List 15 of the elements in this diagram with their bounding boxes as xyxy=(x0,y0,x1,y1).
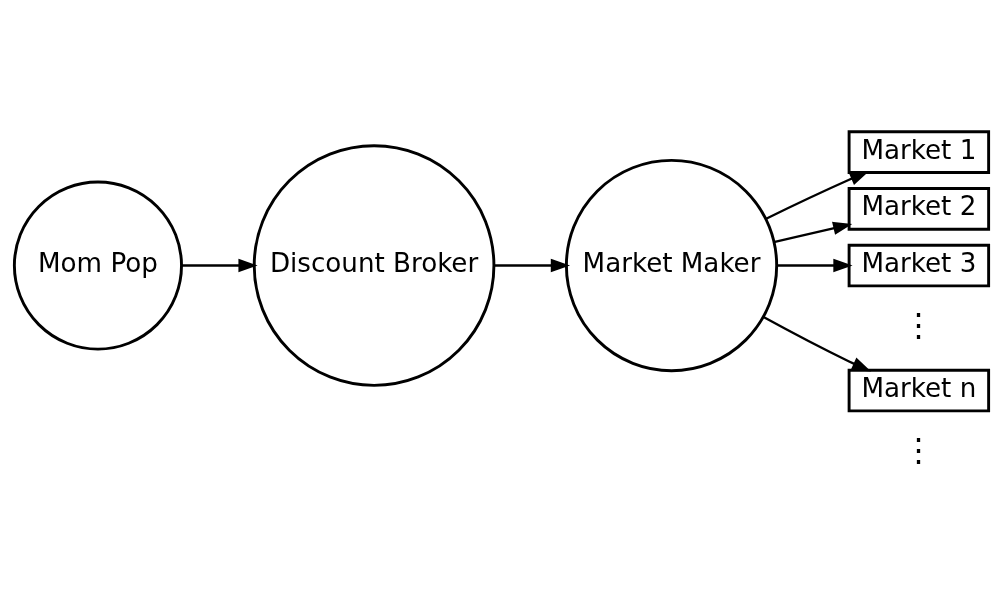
node-box: Market n xyxy=(847,368,991,413)
node-box: Market 3 xyxy=(847,243,991,288)
node-box: Market 2 xyxy=(847,187,991,231)
node-circle: Discount Broker xyxy=(252,144,496,387)
arrow xyxy=(494,258,570,273)
arrow xyxy=(762,315,872,372)
node-circle: Mom Pop xyxy=(12,180,183,351)
arrow xyxy=(776,258,853,273)
arrow xyxy=(765,171,869,220)
node-circle: Market Maker xyxy=(564,158,779,373)
label: ⋮ xyxy=(902,431,935,470)
arrow xyxy=(181,258,258,273)
arrow xyxy=(773,221,853,244)
label: ⋮ xyxy=(902,306,935,345)
node-box: Market 1 xyxy=(847,130,991,174)
